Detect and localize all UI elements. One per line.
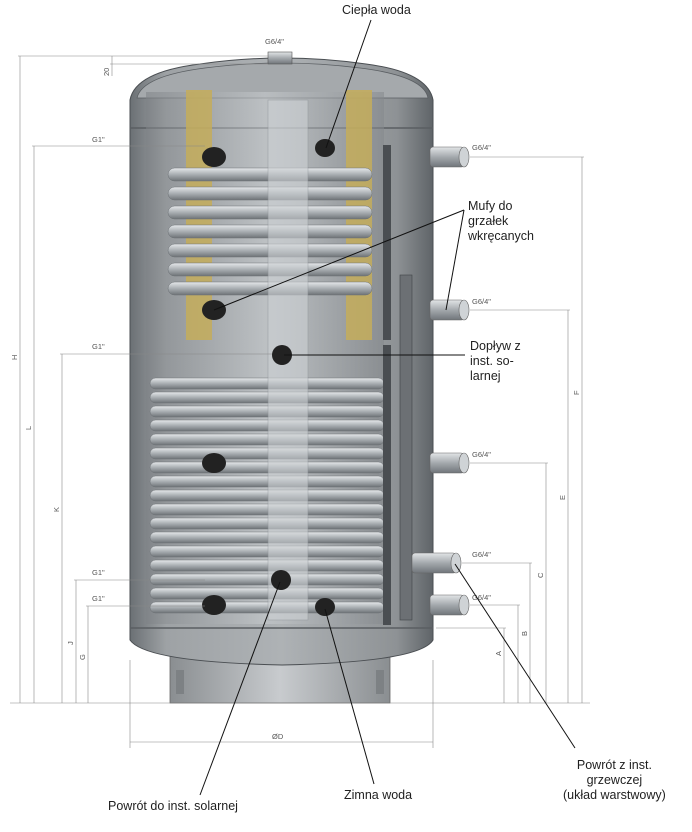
callout-solar-supply-line-2: inst. so- (470, 354, 514, 368)
label-right-5: G6/4" (472, 593, 491, 602)
dim-top-offset: 20 (102, 68, 111, 76)
callout-hot-water: Ciepła woda (342, 3, 411, 17)
lower-coil-turn-12 (149, 531, 385, 544)
pipe-right-4 (411, 552, 457, 574)
label-left-3: G1" (92, 568, 105, 577)
callout-heating-return-line-3: (układ warstwowy) (563, 788, 666, 802)
dim-diameter: ØD (272, 732, 284, 741)
label-right-1: G6/4" (472, 143, 491, 152)
leader-cold-water (324, 608, 375, 785)
callout-solar-supply-line-3: larnej (470, 369, 501, 383)
label-left-4: G1" (92, 594, 105, 603)
dim-l: L (24, 426, 33, 430)
callout-heating-return: Powrót z inst. grzewczej (układ warstwow… (563, 758, 666, 803)
lower-coil-turn-10 (149, 503, 385, 516)
lower-coil-turn-3 (149, 405, 385, 418)
pipe-right-5-end (458, 594, 470, 616)
callout-cold-water: Zimna woda (344, 788, 413, 802)
heater-rod-outer (399, 274, 413, 621)
socket-left-1 (202, 147, 226, 167)
dim-g: G (78, 654, 87, 660)
callout-heater-line-3: wkręcanych (468, 229, 534, 243)
callout-heater-sockets: Mufy do grzałek wkręcanych (468, 199, 534, 244)
socket-hot-water (315, 139, 335, 157)
socket-left-4 (202, 595, 226, 615)
lower-coil-turn-2 (149, 391, 385, 404)
lower-coil-turn-6 (149, 447, 385, 460)
tank-foot-right (376, 670, 384, 694)
callout-heater-line-1: Mufy do (468, 199, 513, 213)
socket-cold-water (315, 598, 335, 616)
lower-coil-turn-16 (149, 587, 385, 600)
socket-left-3 (202, 453, 226, 473)
lower-coil-turn-15 (149, 573, 385, 586)
top-connector (267, 51, 293, 65)
pipe-right-2-end (458, 299, 470, 321)
callout-heating-return-line-1: Powrót z inst. (576, 758, 652, 772)
heater-rod-lower (383, 345, 391, 625)
callout-heater-line-2: grzałek (468, 214, 509, 228)
label-left-2: G1" (92, 342, 105, 351)
dim-e: E (558, 495, 567, 500)
dim-c: C (536, 572, 545, 578)
leader-heater-right (445, 209, 465, 311)
callout-heating-return-line-2: grzewczej (586, 773, 643, 787)
label-top-connector: G6/4" (265, 37, 284, 46)
heater-rod-upper (383, 145, 391, 340)
lower-coil-turn-13 (149, 545, 385, 558)
dimension-lines (10, 55, 590, 748)
dimension-labels: 20 H L K J G F E C B A ØD (10, 68, 581, 741)
dim-j: J (66, 641, 75, 645)
tank-foot-left (176, 670, 184, 694)
dim-h: H (10, 355, 19, 360)
label-right-4: G6/4" (472, 550, 491, 559)
right-connectors (411, 146, 470, 616)
dim-f: F (572, 390, 581, 395)
socket-solar-supply (272, 345, 292, 365)
pipe-right-1-end (458, 146, 470, 168)
lower-coil-turn-8 (149, 475, 385, 488)
callout-solar-return: Powrót do inst. solarnej (108, 799, 238, 813)
lower-coil-turn-4 (149, 419, 385, 432)
pipe-right-4-end (450, 552, 462, 574)
leader-heater-upper (213, 209, 465, 311)
leader-solar-return (199, 581, 281, 796)
socket-solar-return (271, 570, 291, 590)
lower-coil-turn-1 (149, 377, 385, 390)
lower-coil-turn-14 (149, 559, 385, 572)
label-right-2: G6/4" (472, 297, 491, 306)
lower-coil-turn-17 (149, 601, 385, 614)
dim-k: K (52, 507, 61, 512)
dim-b: B (520, 631, 529, 636)
leader-lines (199, 19, 576, 796)
lower-coil-turn-11 (149, 517, 385, 530)
callout-solar-supply: Dopływ z inst. so- larnej (470, 339, 521, 384)
label-right-3: G6/4" (472, 450, 491, 459)
leader-hot-water (325, 19, 372, 149)
label-left-1: G1" (92, 135, 105, 144)
leader-heating-return (454, 563, 576, 749)
connection-labels: G6/4" G1" G1" G1" G1" G6/4" G6/4" G6/4" … (92, 37, 491, 603)
pipe-right-3-end (458, 452, 470, 474)
lower-coil-turn-7 (149, 461, 385, 474)
callout-solar-supply-line-1: Dopływ z (470, 339, 521, 353)
lower-solar-coil (149, 377, 385, 614)
dim-a: A (494, 651, 503, 656)
lower-coil-turn-9 (149, 489, 385, 502)
lower-coil-turn-5 (149, 433, 385, 446)
